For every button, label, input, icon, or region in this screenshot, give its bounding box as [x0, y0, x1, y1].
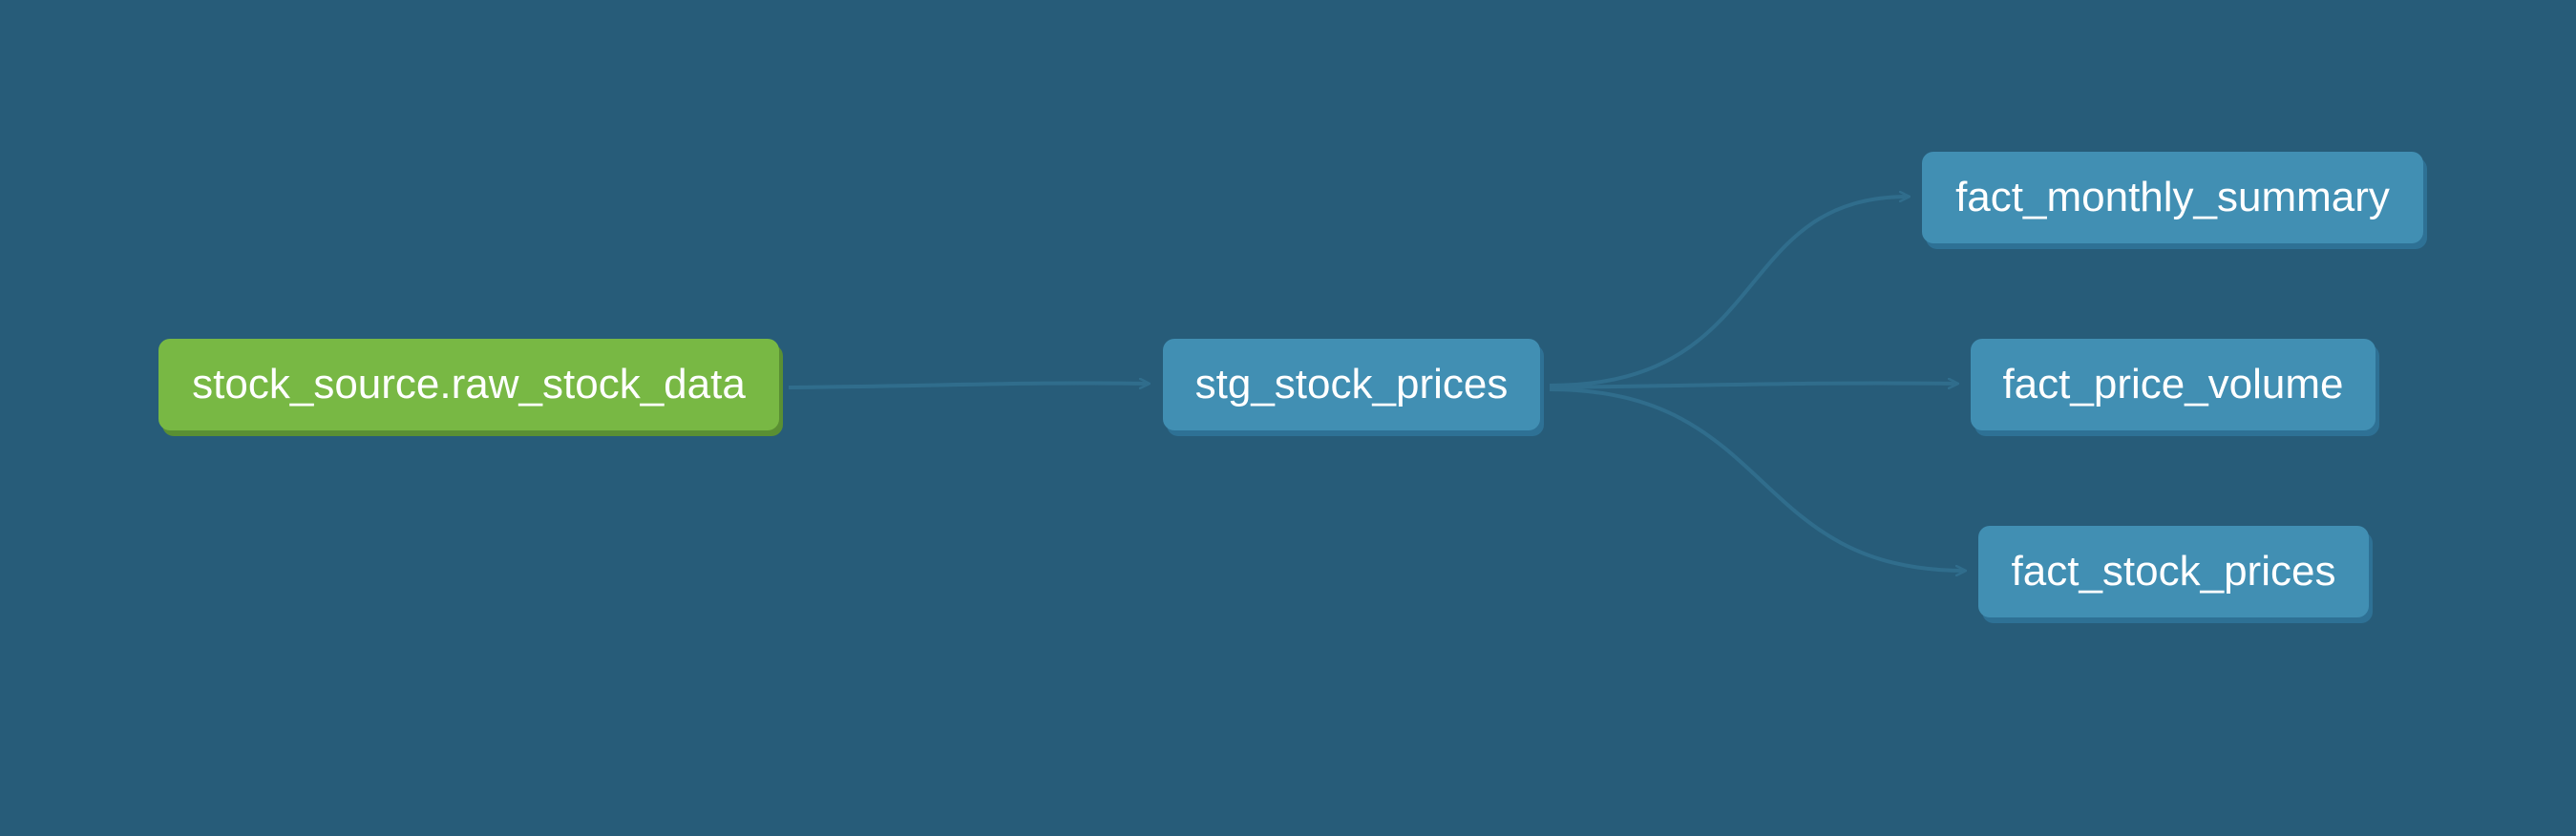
edge-stg-to-monthly — [1549, 197, 1909, 387]
node-stg-stock-prices[interactable]: stg_stock_prices — [1163, 339, 1540, 430]
node-fact-price-volume[interactable]: fact_price_volume — [1971, 339, 2375, 430]
node-fact-stock-prices[interactable]: fact_stock_prices — [1978, 526, 2369, 617]
node-label: stock_source.raw_stock_data — [192, 361, 746, 408]
edge-source-to-stg — [788, 383, 1149, 387]
node-fact-monthly-summary[interactable]: fact_monthly_summary — [1922, 152, 2423, 243]
node-stock-source-raw-stock-data[interactable]: stock_source.raw_stock_data — [158, 339, 779, 430]
node-label: fact_monthly_summary — [1955, 174, 2390, 220]
edge-stg-to-stock-prices — [1549, 387, 1965, 571]
edge-stg-to-price-volume — [1549, 383, 1957, 387]
node-label: fact_stock_prices — [2011, 548, 2336, 595]
node-label: stg_stock_prices — [1194, 361, 1509, 408]
node-label: fact_price_volume — [2002, 361, 2344, 408]
